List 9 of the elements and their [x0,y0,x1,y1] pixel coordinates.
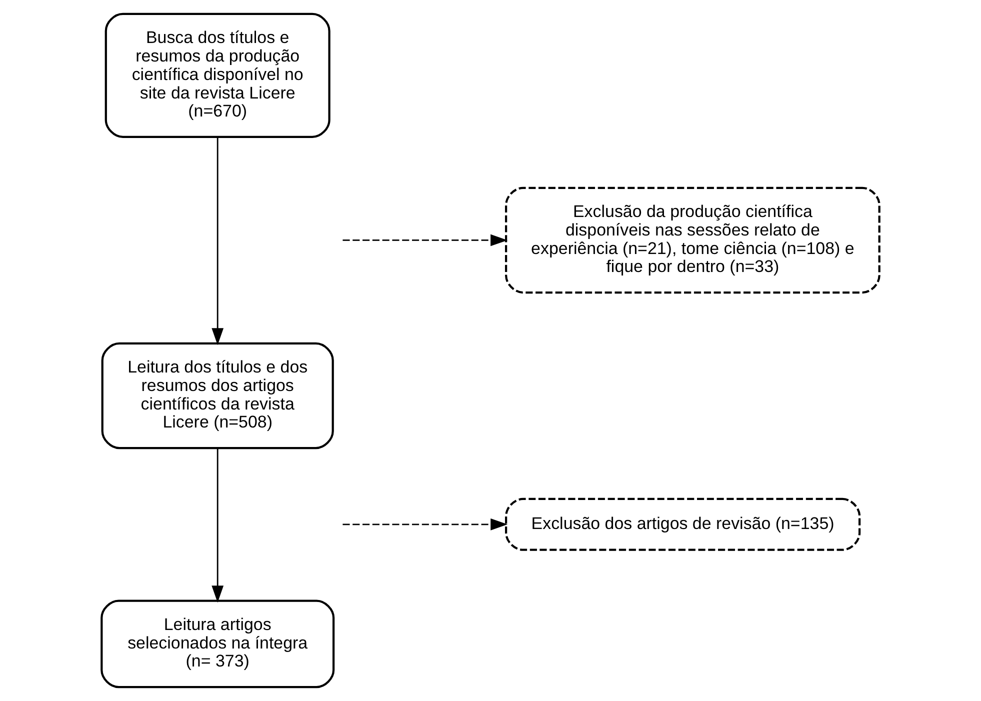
arrow [342,234,508,246]
arrow [212,137,224,346]
node-box: Exclusão dos artigos de revisão (n=135) [505,498,861,551]
arrow [212,448,224,603]
node-box: Leitura artigos selecionados na íntegra (n= 373) [100,600,335,688]
node-box: Leitura dos títulos e dos resumos dos artigos científicos da revista Licere (n=508) [101,342,334,450]
node-box: Busca dos títulos e resumos da produção científica disponível no site da revista Licere (n=670) [104,12,330,138]
node-box: Exclusão da produção científica disponíveis nas sessões relato de experiência (n=21), tome ciência (n=108) e fique por dentro (n=33) [505,186,880,294]
arrow [342,518,508,530]
